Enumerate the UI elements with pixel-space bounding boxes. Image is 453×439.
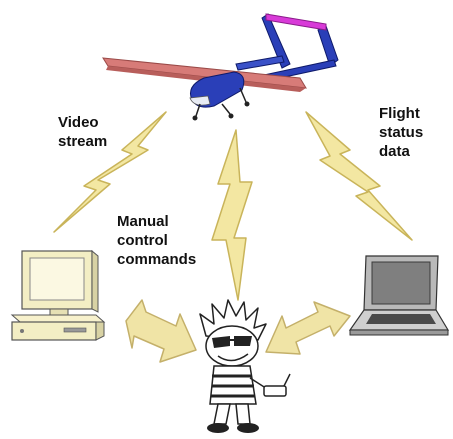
uav-aircraft-icon [102, 13, 339, 121]
laptop-icon [348, 255, 450, 336]
double-arrow-icon [265, 301, 351, 355]
flight-status-label: Flight status data [379, 104, 423, 161]
flight-status-label-line: data [379, 143, 410, 160]
operator-person-icon [199, 299, 291, 433]
manual-control-label-line: control [117, 232, 168, 249]
lightning-bolt-icon [53, 111, 167, 233]
video-stream-label: Video stream [58, 113, 107, 151]
manual-control-label-line: commands [117, 251, 197, 268]
video-stream-label-line: Video [58, 114, 99, 131]
video-stream-label-line: stream [58, 133, 108, 150]
lightning-bolt-icon [211, 129, 253, 301]
double-arrow-icon [125, 299, 197, 363]
desktop-computer-icon [10, 249, 106, 341]
flight-status-label-line: status [379, 124, 424, 141]
manual-control-label-line: Manual [117, 213, 169, 230]
manual-control-label: Manual control commands [117, 212, 196, 269]
flight-status-label-line: Flight [379, 105, 420, 122]
lightning-bolt-icon [305, 111, 413, 241]
